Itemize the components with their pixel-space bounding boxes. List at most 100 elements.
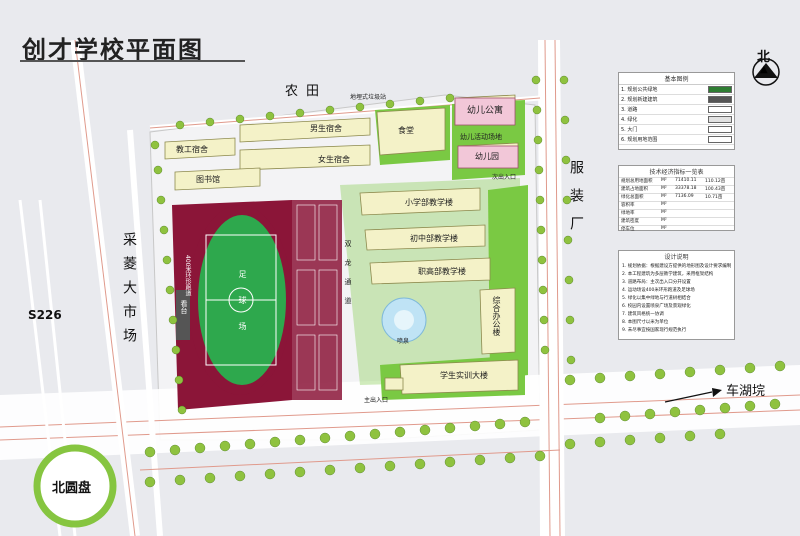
legend-panel: 基本图例 1. 规划公共绿地 2. 规划新建建筑 3. 道路 4. 绿化 5. 大门 6.…	[618, 72, 735, 150]
kindergarten-apartment-label: 幼儿公寓	[467, 106, 504, 116]
s226-label: S226	[28, 308, 62, 322]
tech-table-cell-extra	[705, 226, 730, 233]
design-note-line: 5. 绿化以集中绿地与行道树相结合	[622, 296, 691, 301]
main-entrance-label: 主出入口	[364, 397, 389, 404]
legend-row-label: 1. 规划公共绿地	[621, 87, 658, 93]
library-label: 图书馆	[196, 175, 220, 184]
football-field-label: 足球场	[238, 270, 247, 348]
legend-swatch	[708, 136, 732, 143]
canteen-label: 食堂	[398, 126, 414, 135]
legend-row: 6. 规划用地范围	[619, 135, 734, 145]
tech-table-row: 绿地率 M²	[619, 209, 734, 217]
design-note-line: 9. 未尽事宜按国家现行规范执行	[622, 328, 687, 333]
courtyard-road-label: 双龙通道	[344, 240, 352, 316]
male-dorm-label: 男生宿舍	[310, 124, 342, 133]
kindergarten-label: 幼儿园	[475, 152, 499, 161]
legend-row: 5. 大门	[619, 125, 734, 135]
design-note-line: 7. 建筑风格统一协调	[622, 312, 664, 317]
clothing-factory-label: 服装厂	[568, 160, 584, 244]
tech-table-cell-extra: 110.12亩	[705, 179, 726, 184]
design-notes-lines: 1. 规划依据：根据建设方提供的地形图及设计要求编制 2. 本工程建筑为多层教学建…	[619, 262, 734, 334]
legend-row-label: 4. 绿化	[621, 117, 638, 123]
legend-row: 2. 规划新建建筑	[619, 95, 734, 105]
tech-table-cell-value	[675, 218, 705, 225]
tech-table-cell-value	[675, 226, 705, 233]
north-roundabout-label: 北圆盘	[52, 481, 92, 496]
tech-table-cell-name: 绿地率	[621, 211, 635, 216]
fountain-label: 喷泉	[397, 338, 410, 345]
secondary-exit-label: 次出入口	[492, 174, 517, 181]
tech-table-cell-value	[675, 210, 705, 217]
kindergarten-activity-label: 幼儿活动场地	[460, 133, 502, 141]
legend-row: 1. 规划公共绿地	[619, 85, 734, 95]
tech-table-cell-unit: M²	[661, 202, 667, 207]
design-note-line: 3. 道路布局：主次出入口分开设置	[622, 280, 691, 285]
tech-table-panel: 技术经济指标一览表 规划总用地面积 M² 71410.11 110.12亩建筑占地面积…	[618, 165, 735, 233]
senior-building	[369, 257, 491, 285]
tech-table-cell-name: 规划总用地面积	[621, 179, 653, 184]
tech-table-cell-name: 绿化总面积	[621, 195, 644, 200]
legend-swatch	[708, 106, 732, 113]
office-building-label: 综合办公楼	[492, 296, 501, 336]
farmland-label: 农田	[285, 84, 328, 99]
teacher-dorm-building	[164, 137, 236, 160]
tech-table-cell-value: 7136.09	[675, 194, 694, 199]
legend-title: 基本图例	[619, 73, 734, 85]
tech-table-cell-value: 71410.11	[675, 178, 697, 183]
junior-building-label: 初中部教学楼	[410, 234, 458, 243]
design-note-line: 6. 校园内设置喷泉广场及景观绿化	[622, 304, 691, 309]
design-note-line: 1. 规划依据：根据建设方提供的地形图及设计要求编制	[622, 264, 732, 269]
tech-table-cell-extra	[705, 202, 730, 209]
tech-table-cell-extra: 100.43亩	[705, 187, 726, 192]
legend-row: 4. 绿化	[619, 115, 734, 125]
design-note-line: 8. 本图尺寸以米为单位	[622, 320, 669, 325]
stage-label: 看台	[180, 300, 188, 314]
tech-table-cell-value	[675, 202, 705, 209]
legend-row-label: 3. 道路	[621, 107, 638, 113]
primary-building	[359, 187, 481, 216]
primary-building-label: 小学部教学楼	[405, 198, 453, 207]
tech-table-cell-value: 33378.18	[675, 186, 697, 191]
tech-table-cell-name: 建筑占地面积	[621, 187, 648, 192]
canteen-building	[376, 107, 446, 156]
design-note-line: 2. 本工程建筑为多层教学建筑，采用框架结构	[622, 272, 714, 277]
teacher-dorm-label: 教工宿舍	[176, 145, 208, 154]
tech-table-cell-unit: M²	[661, 226, 667, 231]
legend-rows: 1. 规划公共绿地 2. 规划新建建筑 3. 道路 4. 绿化 5. 大门 6. 规划用地…	[619, 85, 734, 145]
title-underline	[20, 60, 245, 62]
legend-swatch	[708, 116, 732, 123]
chehu-label: 车湖垸	[726, 384, 766, 399]
tech-table-title: 技术经济指标一览表	[649, 169, 704, 176]
office-building-shape	[479, 287, 516, 355]
tech-table-cell-name: 停车位	[621, 227, 635, 232]
legend-swatch	[708, 86, 732, 93]
tech-table-row: 规划总用地面积 M² 71410.11 110.12亩	[619, 177, 734, 185]
legend-swatch	[708, 96, 732, 103]
market-label: 采菱大市场	[121, 232, 137, 352]
tech-table-cell-name: 建筑密度	[621, 219, 639, 224]
legend-row-label: 2. 规划新建建筑	[621, 97, 658, 103]
north-label: 北	[757, 50, 771, 65]
legend-row-label: 5. 大门	[621, 127, 638, 133]
tech-table-cell-name: 容积率	[621, 203, 635, 208]
design-notes-panel: 设计说明 1. 规划依据：根据建设方提供的地形图及设计要求编制 2. 本工程建筑为…	[618, 250, 735, 340]
tech-table-cell-unit: M²	[661, 194, 667, 199]
track-label: 400米环形跑道	[184, 255, 191, 297]
legend-row-label: 6. 规划用地范围	[621, 137, 658, 143]
page-title: 创才学校平面图	[22, 36, 204, 64]
design-note-line: 4. 运动场设400米环形跑道及足球场	[622, 288, 695, 293]
senior-building-label: 职高部教学楼	[418, 267, 466, 276]
north-arrow-icon: ▲	[760, 64, 768, 75]
junior-building	[364, 224, 486, 251]
tech-table-cell-unit: M²	[661, 210, 667, 215]
library-building	[174, 167, 261, 191]
tech-table-row: 容积率 M²	[619, 201, 734, 209]
design-notes-title: 设计说明	[664, 254, 689, 261]
tech-table-cell-extra	[705, 210, 730, 217]
male-dorm-building	[239, 117, 371, 143]
tech-table-cell-unit: M²	[661, 178, 667, 183]
